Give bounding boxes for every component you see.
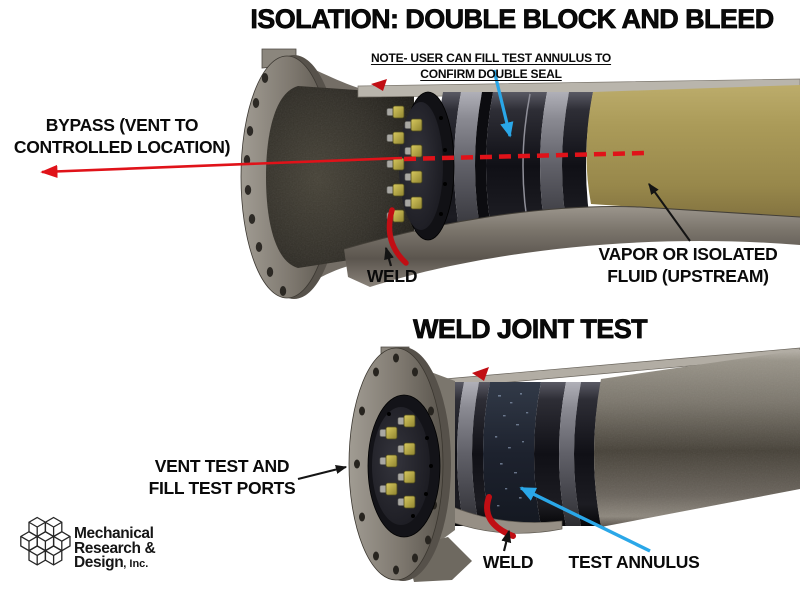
annulus-note: NOTE- USER CAN FILL TEST ANNULUS TO CONF… (371, 50, 611, 82)
weld-label-top: WELD (366, 266, 418, 286)
logo-line3: Design, Inc. (74, 554, 149, 571)
isolated-fluid (586, 85, 800, 218)
plug-head-2 (367, 394, 441, 538)
weld-test-pipe-render (348, 346, 800, 582)
bottom-diagram-title: WELD JOINT TEST (412, 314, 648, 344)
annulus-note-line1: NOTE- USER CAN FILL TEST ANNULUS TO (370, 51, 612, 65)
vent-test-ports-label: VENT TEST AND FILL TEST PORTS (148, 456, 296, 499)
mrd-logo-text: Mechanical Research & Design, Inc. (74, 525, 156, 572)
flange-bolt-holes (243, 73, 287, 296)
test-annulus-label: TEST ANNULUS (568, 552, 700, 572)
top-diagram-title: ISOLATION: DOUBLE BLOCK AND BLEED (250, 4, 774, 34)
note-pointer-arrow (492, 69, 514, 138)
vapor-arrow (648, 183, 691, 242)
plug-head (386, 91, 455, 241)
weld-label-bottom: WELD (482, 552, 534, 572)
annulus-texture (495, 393, 529, 507)
test-annulus-arrow (519, 486, 651, 553)
mrd-logo-icon (20, 516, 71, 566)
bypass-arrow (40, 156, 403, 178)
weld-arrow-bottom (501, 529, 512, 552)
vapor-fluid-label: VAPOR OR ISOLATED FLUID (UPSTREAM) (598, 244, 778, 287)
vent-ports-arrow (297, 465, 348, 480)
pipe-bottom-wall (344, 206, 800, 287)
test-annulus-section (486, 92, 530, 240)
logo-line1: Mechanical (74, 525, 154, 542)
logo-line2: Research & (74, 539, 156, 557)
weld-arrow-top (384, 246, 394, 267)
annulus-note-line2: CONFIRM DOUBLE SEAL (420, 67, 562, 82)
plug-seal-rings-2 (438, 382, 601, 526)
weld-ring-top-pipe (371, 79, 409, 266)
bypass-label: BYPASS (VENT TO CONTROLLED LOCATION) (13, 115, 231, 158)
logo-inc-suffix: , Inc. (123, 558, 149, 570)
annotation-arrows (40, 69, 691, 553)
isolation-pipe-render (240, 48, 800, 299)
test-annulus-fill (483, 382, 541, 526)
centerline-dashed (403, 150, 647, 162)
